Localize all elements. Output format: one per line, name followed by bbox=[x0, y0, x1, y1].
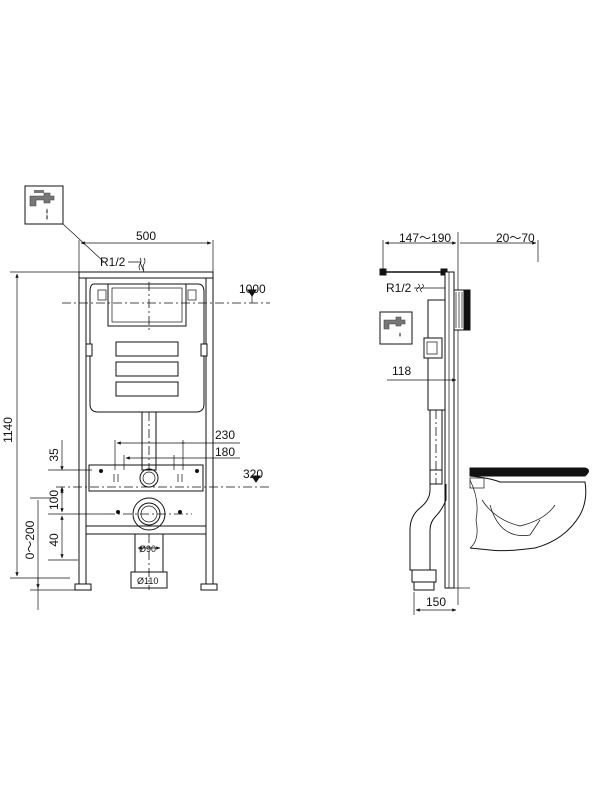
connection-label: R1/2 bbox=[100, 255, 126, 269]
side-view: 147～190 20～70 R1/2 118 bbox=[379, 231, 589, 615]
water-tap-icon bbox=[379, 311, 413, 345]
dimension-320: 320 bbox=[243, 467, 263, 481]
dimension-35: 35 bbox=[47, 448, 61, 462]
depth-range-dimension: 147～190 bbox=[399, 231, 451, 245]
base-150-dimension: 150 bbox=[426, 595, 446, 609]
offset-118-dimension: 118 bbox=[392, 364, 411, 378]
water-tap-icon bbox=[24, 185, 64, 225]
drain-90-label: Ø90 bbox=[139, 544, 156, 554]
width-dimension: 500 bbox=[136, 229, 156, 243]
frame bbox=[74, 271, 218, 591]
cistern bbox=[85, 283, 208, 413]
front-view: 500 R1/2 1000 bbox=[1, 185, 270, 610]
dimension-40: 40 bbox=[47, 533, 61, 547]
total-height-dimension: 1140 bbox=[1, 417, 15, 443]
side-connection-label: R1/2 bbox=[386, 281, 412, 295]
adjust-range-dimension: 0～200 bbox=[23, 520, 37, 559]
drain-outlet bbox=[106, 497, 192, 531]
dimension-100: 100 bbox=[47, 490, 61, 510]
wall-range-dimension: 20～70 bbox=[496, 231, 535, 245]
wc-bowl bbox=[469, 467, 589, 552]
cistern-height-dimension: 1000 bbox=[239, 282, 266, 296]
drain-110-label: Ø110 bbox=[137, 576, 158, 586]
dimension-180: 180 bbox=[215, 445, 235, 459]
dimension-230: 230 bbox=[215, 428, 235, 442]
